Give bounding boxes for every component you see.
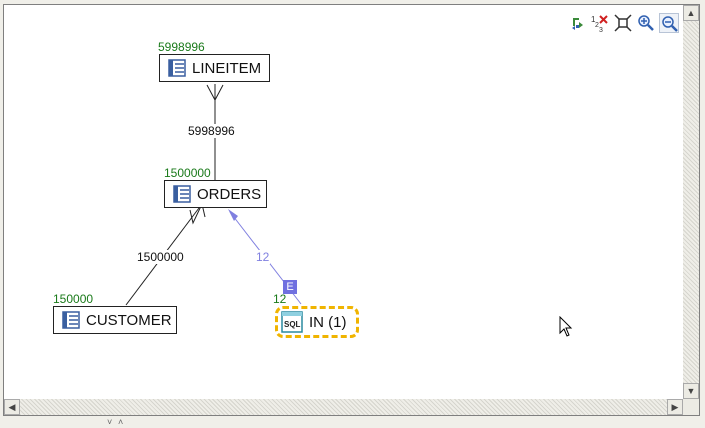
exists-badge[interactable]: E <box>283 280 297 294</box>
svg-text:SQL: SQL <box>284 320 301 329</box>
fit-to-window-icon <box>614 14 632 32</box>
svg-text:2: 2 <box>595 22 599 29</box>
table-node-label: LINEITEM <box>192 59 262 77</box>
lineitem-row-count: 5998996 <box>158 40 205 54</box>
horizontal-scroll-track[interactable] <box>20 399 667 415</box>
table-node-customer[interactable]: CUSTOMER <box>53 306 177 334</box>
vertical-scroll-track[interactable] <box>683 21 699 383</box>
table-icon <box>62 311 80 329</box>
sql-icon: SQL <box>281 311 303 333</box>
table-icon <box>168 59 186 77</box>
zoom-out-button[interactable] <box>659 13 679 33</box>
vertical-scrollbar[interactable]: ▲ ▼ <box>683 5 699 399</box>
subquery-row-count: 12 <box>273 292 287 306</box>
zoom-in-icon <box>638 15 654 31</box>
scroll-left-button[interactable]: ◀ <box>4 399 20 415</box>
arrowhead-orders <box>228 209 238 221</box>
table-icon <box>173 185 191 203</box>
fit-to-window-button[interactable] <box>613 13 633 33</box>
edge-label-orders-customer: 1500000 <box>136 250 185 264</box>
table-node-label: CUSTOMER <box>86 311 172 329</box>
scroll-down-button[interactable]: ▼ <box>683 383 699 399</box>
scrollbar-corner <box>683 399 699 415</box>
subquery-node-label: IN (1) <box>309 313 347 331</box>
edge-label-lineitem-orders: 5998996 <box>187 124 236 138</box>
mouse-cursor-icon <box>559 316 573 337</box>
orders-row-count: 1500000 <box>164 166 211 180</box>
refresh-button[interactable] <box>567 13 587 33</box>
scroll-right-button[interactable]: ▶ <box>667 399 683 415</box>
chevron-down-icon[interactable]: ˅ <box>107 417 113 427</box>
table-node-orders[interactable]: ORDERS <box>164 180 267 208</box>
subquery-node-in[interactable]: SQL IN (1) <box>281 310 347 334</box>
table-node-lineitem[interactable]: LINEITEM <box>159 54 270 82</box>
svg-text:1: 1 <box>591 15 596 24</box>
table-node-label: ORDERS <box>197 185 262 203</box>
customer-row-count: 150000 <box>53 292 94 306</box>
zoom-in-button[interactable] <box>636 13 656 33</box>
edge-label-subquery-orders: 12 <box>255 250 271 264</box>
clear-numbers-icon: 123 <box>591 15 608 33</box>
scroll-up-button[interactable]: ▲ <box>683 5 699 21</box>
selection-highlight <box>275 306 359 338</box>
graph-edges <box>125 84 302 306</box>
crowfoot-orders <box>189 203 203 225</box>
zoom-out-icon <box>662 16 678 32</box>
chevron-up-icon[interactable]: ˄ <box>118 417 124 427</box>
horizontal-scrollbar[interactable]: ◀ ▶ <box>4 399 683 415</box>
refresh-icon <box>572 18 583 30</box>
svg-text:3: 3 <box>599 27 603 33</box>
bottom-strip <box>0 418 705 428</box>
